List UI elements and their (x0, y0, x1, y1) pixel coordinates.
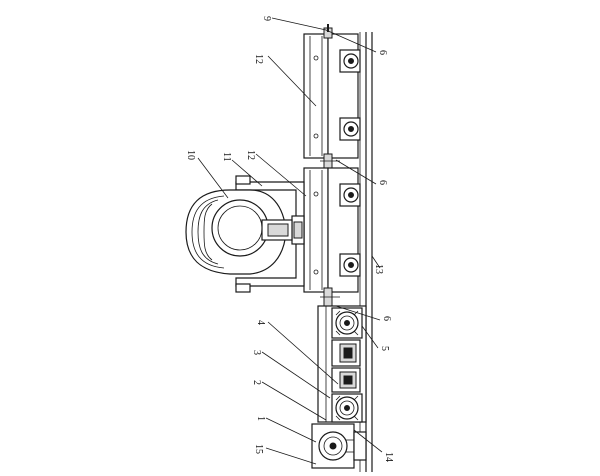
callout-12-upper: 12 (253, 54, 264, 64)
callout-6-upper: 6 (377, 50, 388, 55)
middle-wheel-2 (339, 253, 361, 277)
callout-1: 1 (255, 416, 266, 421)
upper-wheel-1 (339, 49, 361, 73)
callout-10: 10 (185, 150, 196, 160)
callout-14: 14 (383, 452, 394, 462)
callout-2: 2 (251, 380, 262, 385)
callout-labels: 9 12 6 10 11 12 6 13 4 6 5 3 2 1 15 14 (185, 16, 394, 462)
callout-15: 15 (253, 444, 264, 454)
callout-12-middle: 12 (245, 150, 256, 160)
control-box-lower (331, 367, 361, 393)
leader-lines (197, 17, 383, 465)
upper-wheel-2 (339, 117, 361, 141)
drive-wheel-lower (331, 393, 363, 423)
callout-11: 11 (221, 152, 232, 162)
callout-13: 13 (373, 264, 384, 274)
ladle (185, 189, 293, 275)
motor-unit (311, 423, 367, 469)
callout-6-middle: 6 (377, 180, 388, 185)
middle-wheel-1 (339, 183, 361, 207)
callout-4: 4 (255, 320, 266, 325)
callout-9: 9 (261, 16, 272, 21)
callout-5: 5 (379, 346, 390, 351)
callout-3: 3 (251, 350, 262, 355)
control-box-upper (331, 339, 361, 367)
callout-6-lower: 6 (381, 316, 392, 321)
